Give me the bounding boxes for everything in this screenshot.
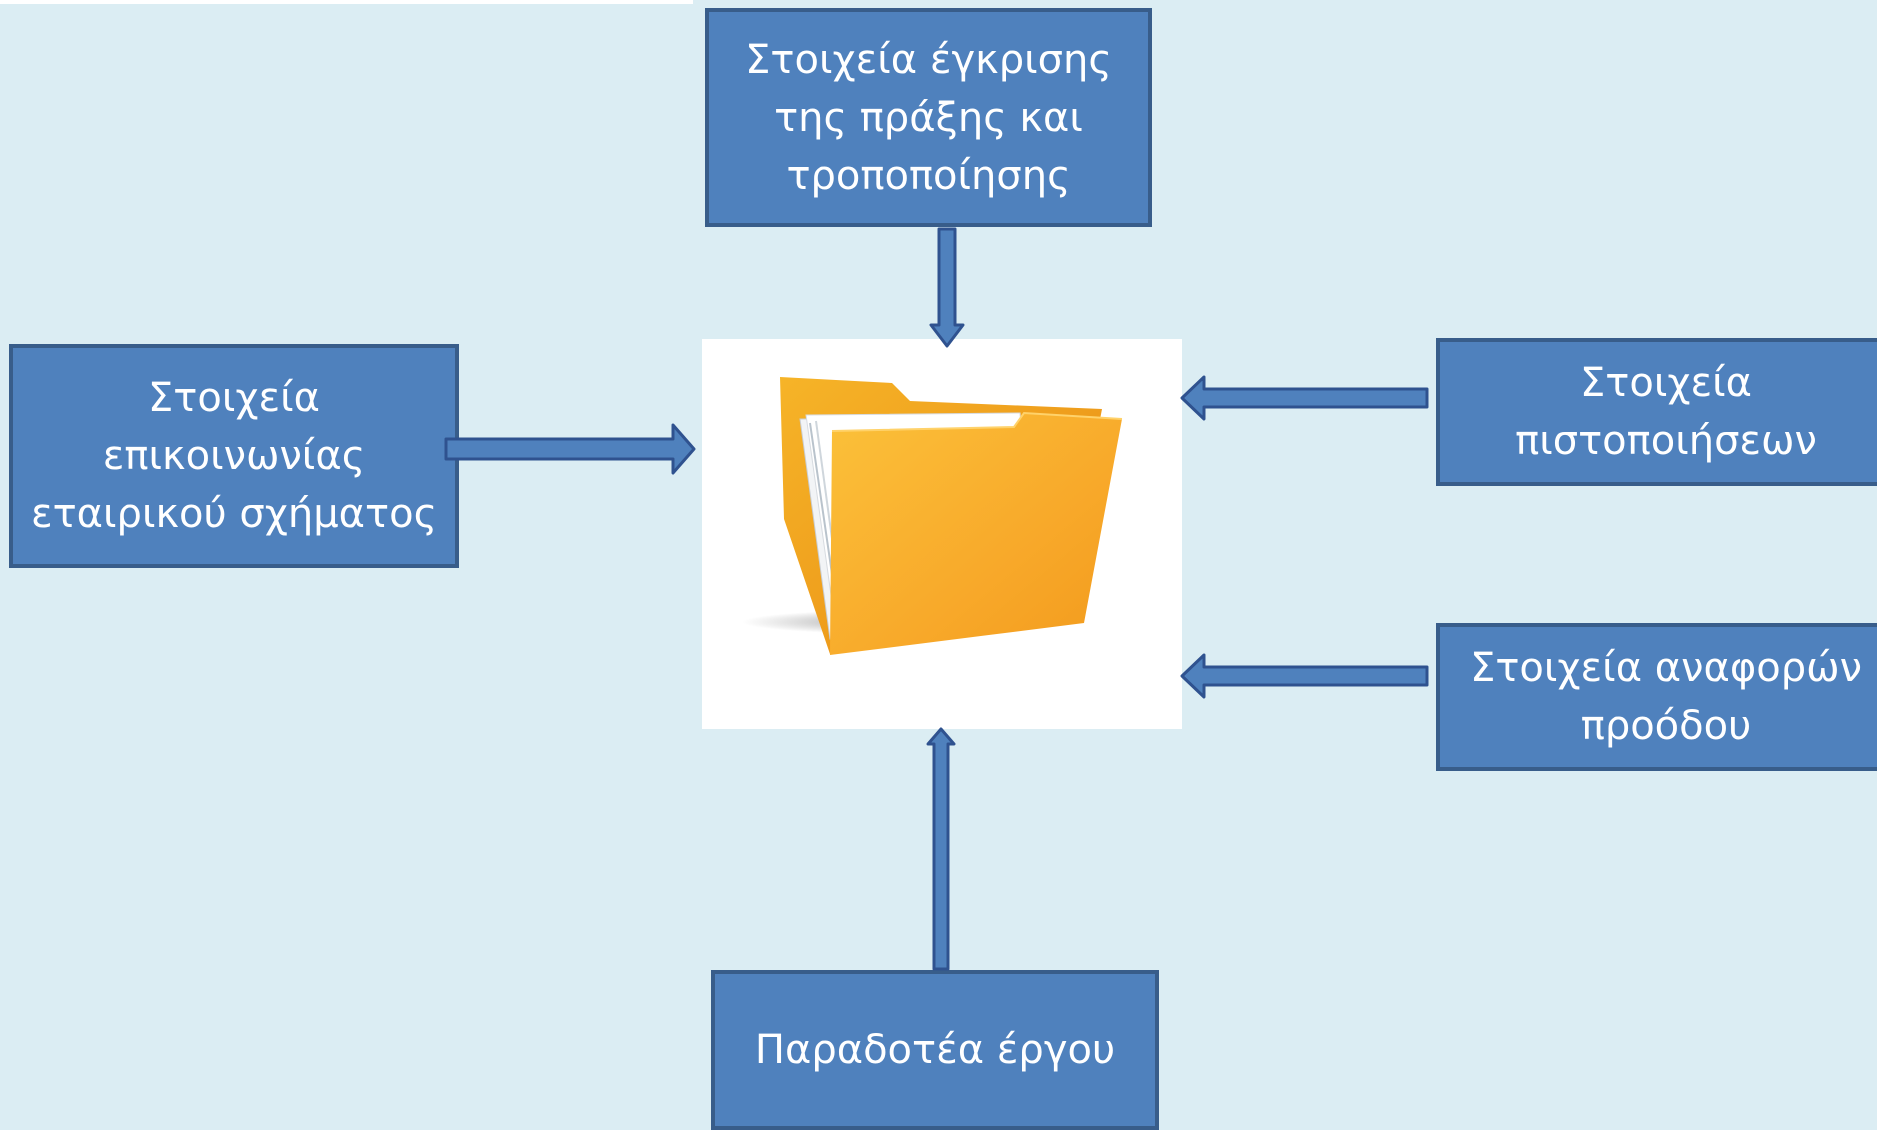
arrow-right [444, 423, 696, 475]
top-edge-strip [0, 0, 693, 4]
arrow-down [929, 227, 965, 348]
arrow-up [926, 727, 956, 971]
approval-data-box: Στοιχεία έγκρισης της πράξης και τροποπο… [705, 8, 1152, 227]
arrow-left-upper [1180, 375, 1429, 421]
folder-panel [702, 339, 1182, 729]
folder-icon [742, 377, 1123, 655]
contact-data-box: Στοιχεία επικοινωνίας εταιρικού σχήματος [9, 344, 459, 568]
deliverables-box: Παραδοτέα έργου [711, 970, 1159, 1130]
progress-reports-box: Στοιχεία αναφορών προόδου [1436, 623, 1877, 771]
certifications-data-box: Στοιχεία πιστοποιήσεων [1436, 338, 1877, 486]
arrow-left-lower [1180, 653, 1429, 699]
